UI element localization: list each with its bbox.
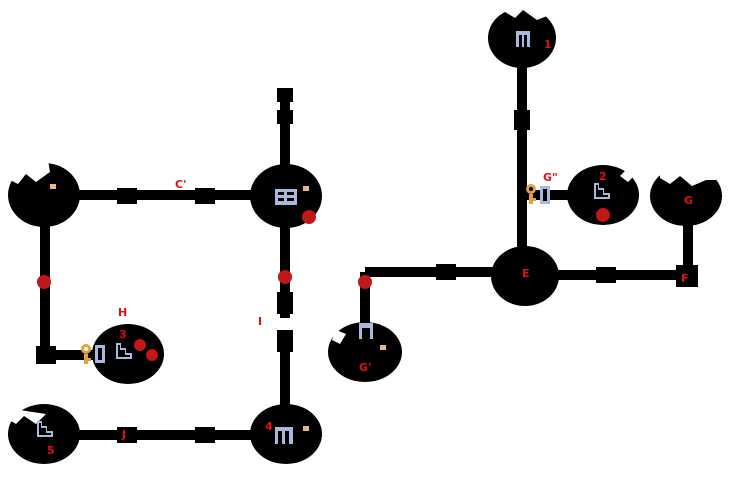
room-e [491,246,559,306]
key-icon [81,344,91,364]
rooms [8,8,722,464]
orb-icon [302,210,316,224]
corridor-block [277,110,293,124]
stairs-icon [594,183,610,199]
corridor-block [277,330,293,352]
corridor-block [676,265,698,287]
item-mark [303,186,309,191]
corridor-block [117,188,137,204]
item-marks [50,184,386,431]
label-corridor-j: J [121,428,126,441]
orb-icon [134,339,146,351]
label-corridor-i: I [258,315,262,328]
keys [81,184,536,364]
item-mark [380,345,386,350]
orbs [37,208,610,361]
edge-bite [332,330,346,344]
item-mark [50,184,56,189]
room-icons [37,31,610,444]
label-room-4: 4 [265,420,273,433]
label-room-g-double: G" [543,171,558,184]
key-icon [526,184,536,204]
label-corridor-c-prime: C' [175,178,186,191]
gate-bars-icon [540,186,550,204]
room-g-prime [328,322,402,382]
label-room-e: E [522,267,530,280]
stairs-icon [116,343,132,359]
corridor-block [277,292,293,314]
corridor-block [596,267,616,283]
gate-icon [275,189,297,205]
corridor-block [514,110,530,130]
edge-bite [6,408,46,424]
item-mark [303,426,309,431]
orb-icon [37,275,51,289]
orb-icon [146,349,158,361]
label-room-3: 3 [119,328,127,341]
label-room-2: 2 [599,170,607,183]
orb-icon [596,208,610,222]
door-icon [275,427,293,444]
room-edge-bites [4,6,716,424]
orb-icon [358,275,372,289]
corridor-block [195,188,215,204]
door-icon [516,31,530,47]
room-northwest [8,163,80,227]
corridor-block [117,427,137,443]
label-room-g-prime: G' [359,361,371,374]
map-labels: 1 2 G" G E F G' C' H 3 I 4 J 5 [47,38,693,457]
label-room-h: H [118,306,127,319]
gate-bars-icon [95,345,105,363]
label-room-1: 1 [544,38,552,51]
label-room-f: F [681,272,689,285]
stairs-icon [37,421,53,437]
corridor-block [36,346,56,364]
corridor-block [277,88,293,102]
corridor-blocks [36,88,698,443]
corridor-block [195,427,215,443]
edge-bite [660,162,716,186]
door-open-icon [359,323,373,339]
label-room-5: 5 [47,444,55,457]
edge-bite [620,166,634,182]
orb-icon [278,270,292,284]
label-room-g: G [684,194,693,207]
edge-bite [505,6,547,20]
corridor-block [436,264,456,280]
edge-bite [4,160,50,184]
